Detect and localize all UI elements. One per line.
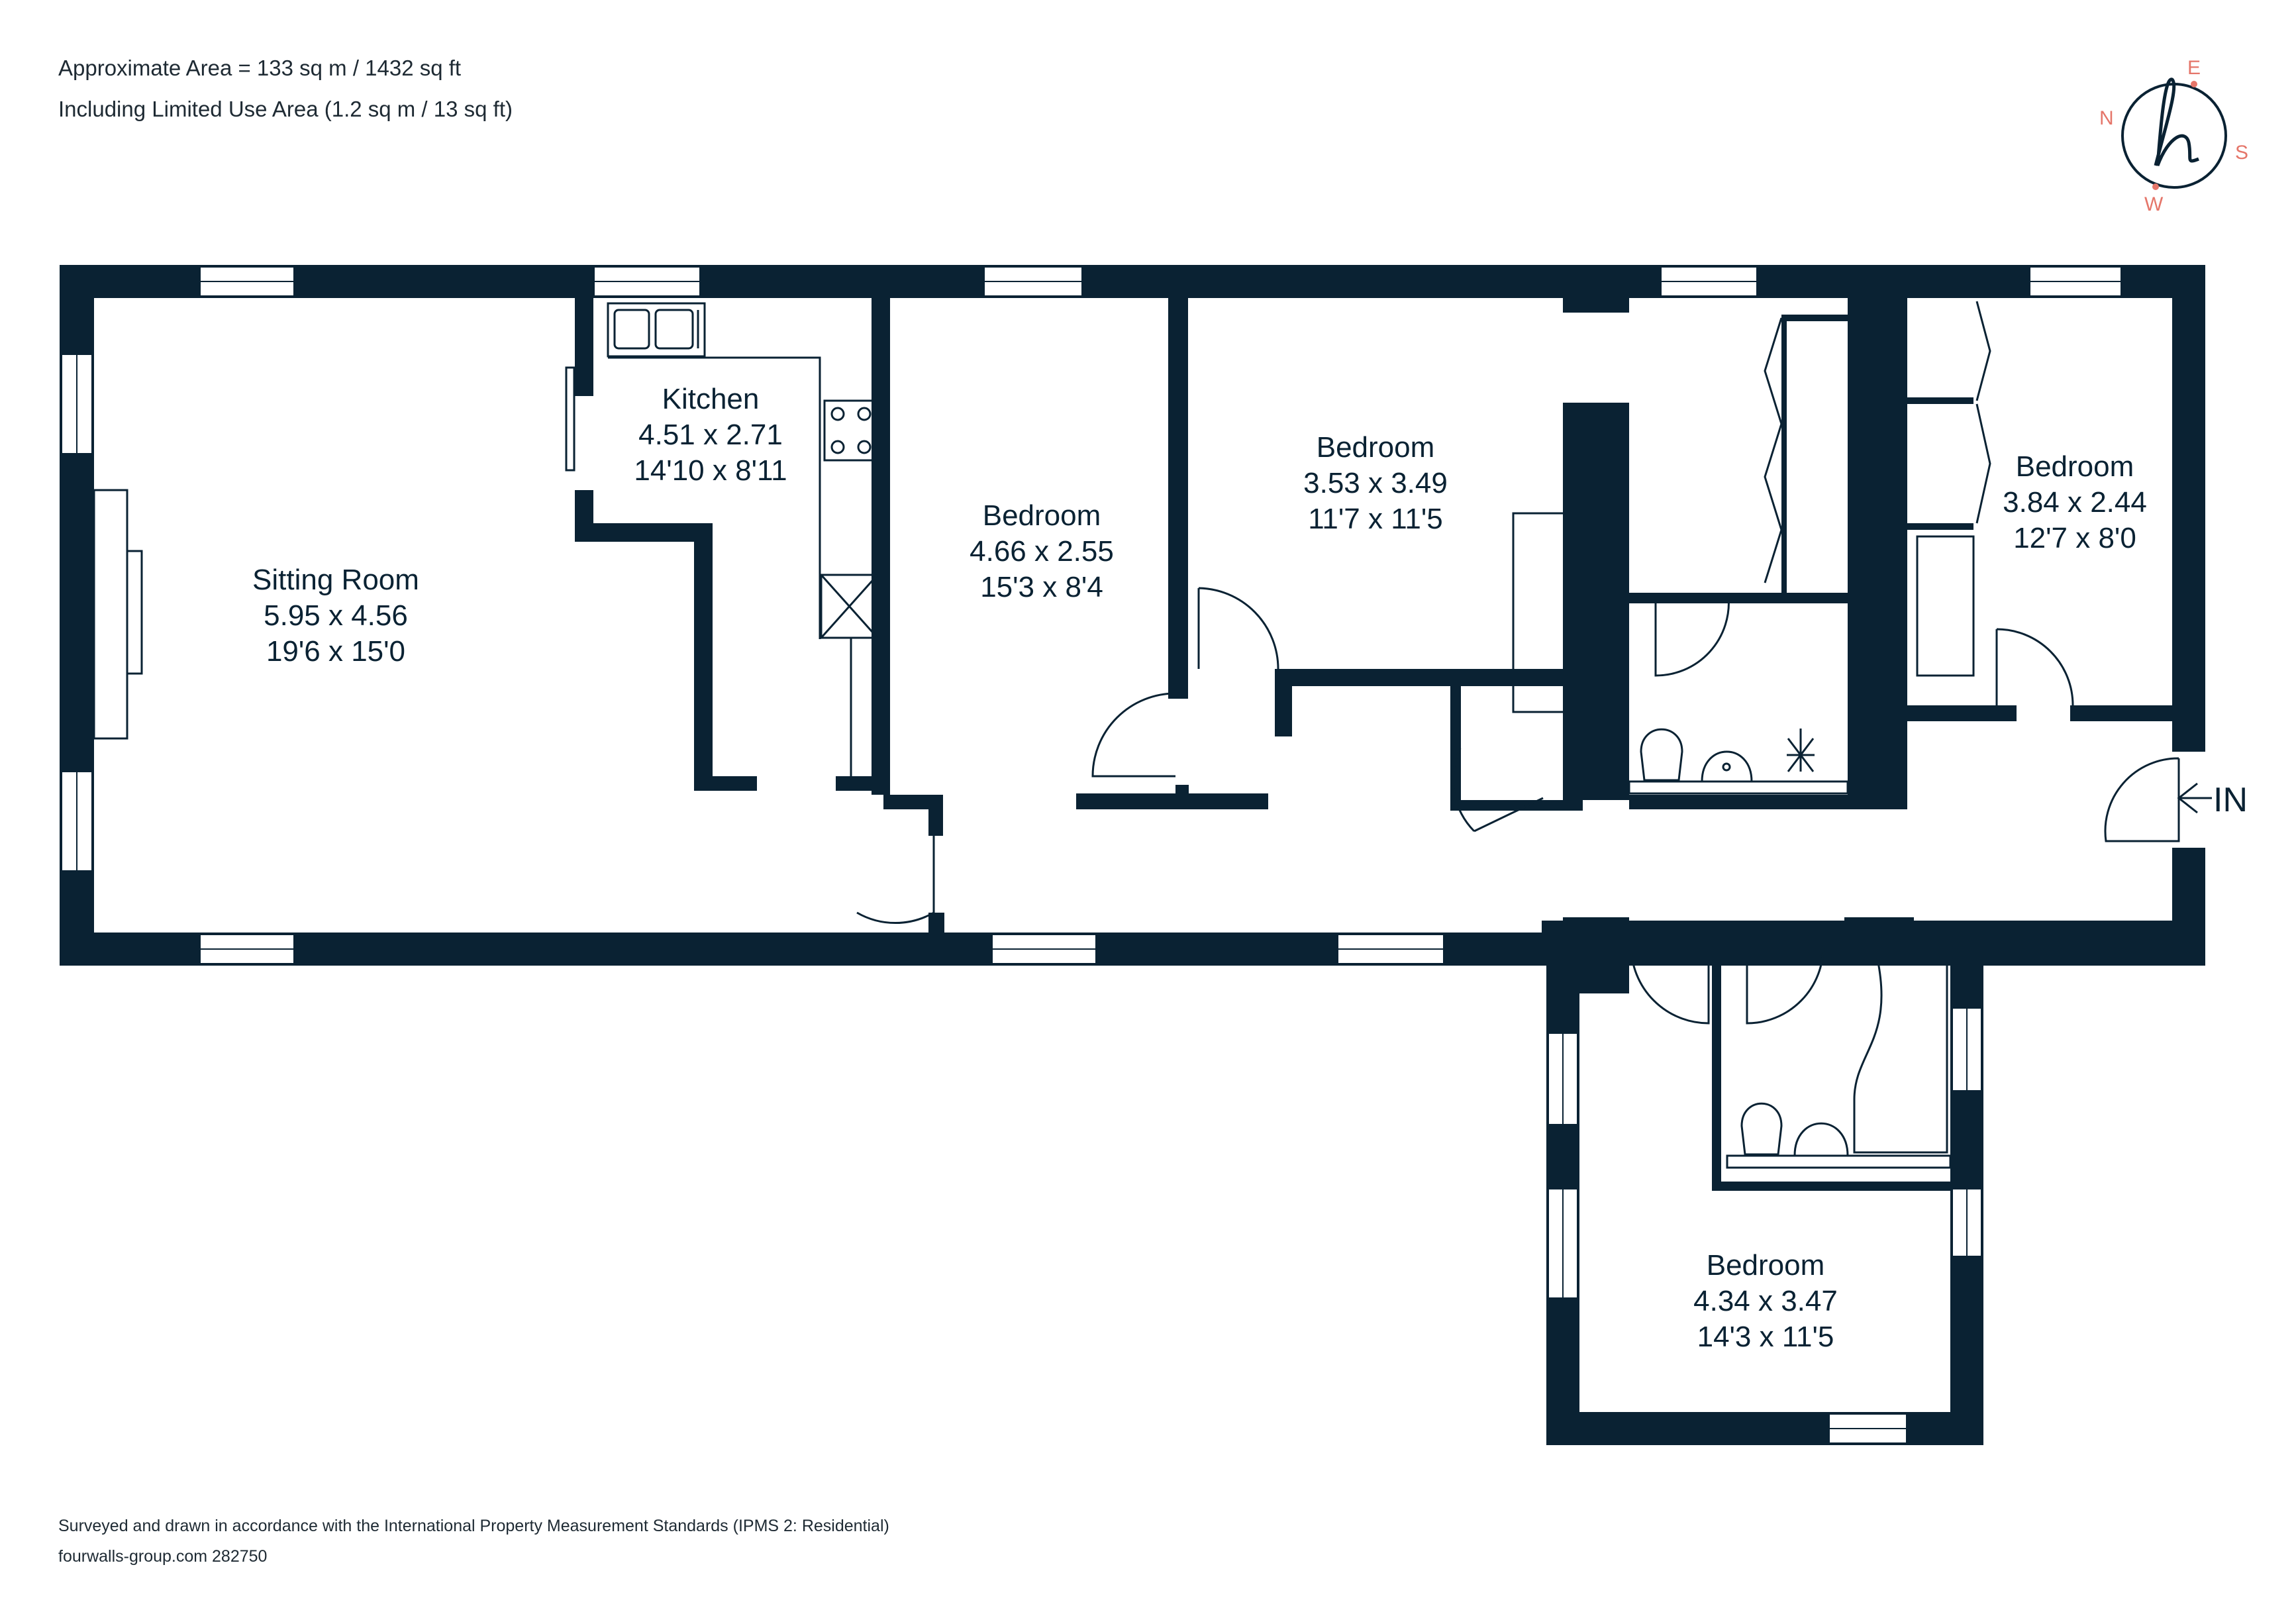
toilet-icon	[1640, 728, 1683, 782]
room-sitting-room: Sitting Room 5.95 x 4.56 19'6 x 15'0	[252, 564, 419, 668]
shower-icon	[1787, 729, 1815, 772]
hob-icon	[823, 399, 879, 462]
room-name: Bedroom	[2016, 450, 2134, 483]
compass-south: S	[2235, 142, 2248, 164]
room-metric: 4.51 x 2.71	[638, 419, 783, 451]
compass: N E S W	[2099, 57, 2248, 215]
room-name: Bedroom	[983, 499, 1101, 532]
room-bedroom-4: Bedroom 4.34 x 3.47 14'3 x 11'5	[1693, 1249, 1838, 1353]
reference-note: fourwalls-group.com 282750	[58, 1547, 268, 1566]
entrance-marker: IN	[2177, 781, 2248, 819]
arrow-left-icon	[2177, 782, 2212, 814]
basin-icon	[1793, 1122, 1849, 1156]
walls	[60, 265, 2205, 1445]
room-imperial: 11'7 x 11'5	[1308, 503, 1443, 535]
room-imperial: 15'3 x 8'4	[980, 571, 1103, 603]
room-metric: 3.84 x 2.44	[2003, 486, 2147, 519]
bath-icon	[1853, 958, 1948, 1154]
entrance-door	[2104, 757, 2180, 842]
room-bedroom-2: Bedroom 3.53 x 3.49 11'7 x 11'5	[1303, 431, 1448, 535]
basin-icon	[1701, 750, 1753, 782]
room-metric: 4.34 x 3.47	[1693, 1285, 1838, 1317]
limited-use-area-text: Including Limited Use Area (1.2 sq m / 1…	[58, 97, 513, 121]
room-metric: 4.66 x 2.55	[970, 535, 1114, 568]
doors	[856, 587, 2180, 1025]
compass-circle-icon	[2121, 83, 2227, 189]
compass-east: E	[2187, 57, 2201, 79]
room-name: Bedroom	[1317, 431, 1435, 464]
sitting-room-door	[856, 836, 935, 925]
room-metric: 3.53 x 3.49	[1303, 467, 1448, 499]
logo-mark-icon	[2154, 77, 2199, 166]
room-name: Kitchen	[662, 383, 760, 415]
standards-note: Surveyed and drawn in accordance with th…	[58, 1517, 889, 1535]
room-kitchen: Kitchen 4.51 x 2.71 14'10 x 8'11	[634, 383, 787, 487]
toilet-icon	[1740, 1102, 1783, 1156]
room-imperial: 14'10 x 8'11	[634, 454, 787, 487]
fireplace-icon	[93, 489, 128, 740]
room-imperial: 19'6 x 15'0	[266, 635, 405, 668]
room-metric: 5.95 x 4.56	[264, 599, 408, 632]
room-bedroom-1: Bedroom 4.66 x 2.55 15'3 x 8'4	[970, 499, 1114, 603]
room-name: Bedroom	[1707, 1249, 1825, 1282]
approximate-area-text: Approximate Area = 133 sq m / 1432 sq ft	[58, 56, 462, 80]
room-imperial: 14'3 x 11'5	[1697, 1321, 1834, 1353]
sink-icon	[607, 302, 706, 358]
room-name: Sitting Room	[252, 564, 419, 596]
compass-north: N	[2099, 107, 2114, 129]
room-bedroom-3: Bedroom 3.84 x 2.44 12'7 x 8'0	[2003, 450, 2147, 554]
compass-west: W	[2144, 193, 2164, 215]
room-imperial: 12'7 x 8'0	[2013, 522, 2136, 554]
entrance-label: IN	[2213, 781, 2248, 819]
